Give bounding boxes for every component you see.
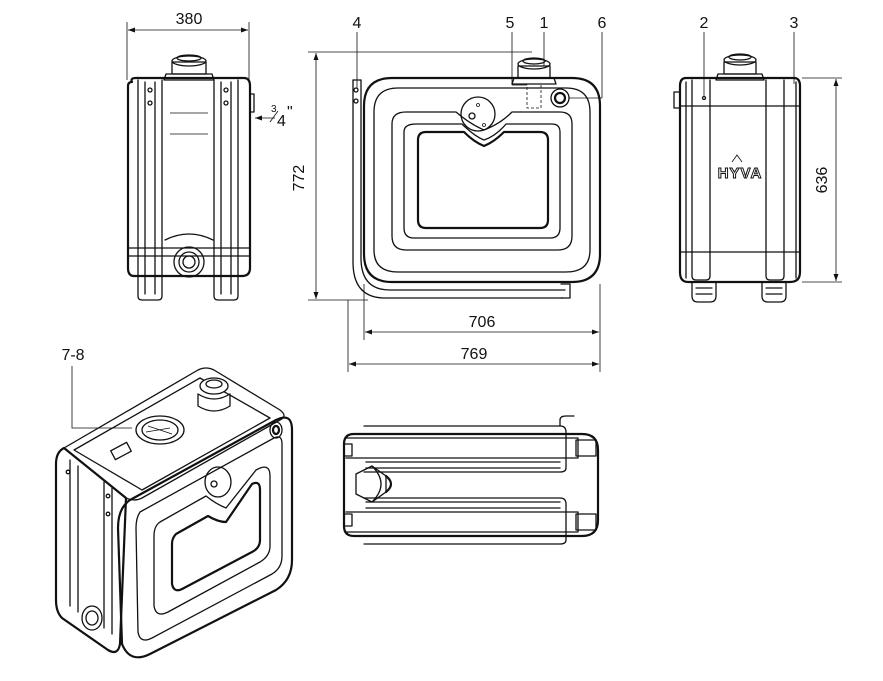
fraction-numerator: 3 (271, 104, 277, 115)
top-view (342, 415, 600, 545)
dim-label-772: 772 (291, 165, 308, 192)
callout-6: 6 (598, 15, 607, 32)
dimension-706: 706 (363, 284, 601, 340)
fraction-unit: " (287, 104, 293, 121)
front-view-center: 772 4 5 (291, 15, 607, 372)
callout-2: 2 (700, 15, 709, 32)
side-view-left: 380 3 4 (126, 11, 293, 301)
fraction-denominator: 4 (277, 113, 286, 130)
hyva-logo-text: HYVA (718, 165, 763, 182)
callout-4: 4 (353, 15, 362, 32)
side-view-right: HYVA 2 3 636 (673, 15, 842, 303)
dim-label-769: 769 (461, 346, 488, 363)
dimension-772: 772 (291, 51, 532, 301)
callout-3: 3 (790, 15, 799, 32)
dimension-769: 769 (347, 300, 601, 372)
fitting-size-label: 3 4 " (255, 104, 293, 130)
callout-7-8: 7-8 (61, 347, 84, 364)
dim-label-706: 706 (469, 314, 496, 331)
callout-5: 5 (506, 15, 515, 32)
isometric-view: 7-8 (54, 347, 294, 659)
dimension-380: 380 (126, 11, 250, 80)
dimension-636: 636 (802, 77, 842, 283)
dim-label-636: 636 (814, 167, 831, 194)
dim-label-380: 380 (176, 11, 203, 28)
callout-1: 1 (540, 15, 549, 32)
